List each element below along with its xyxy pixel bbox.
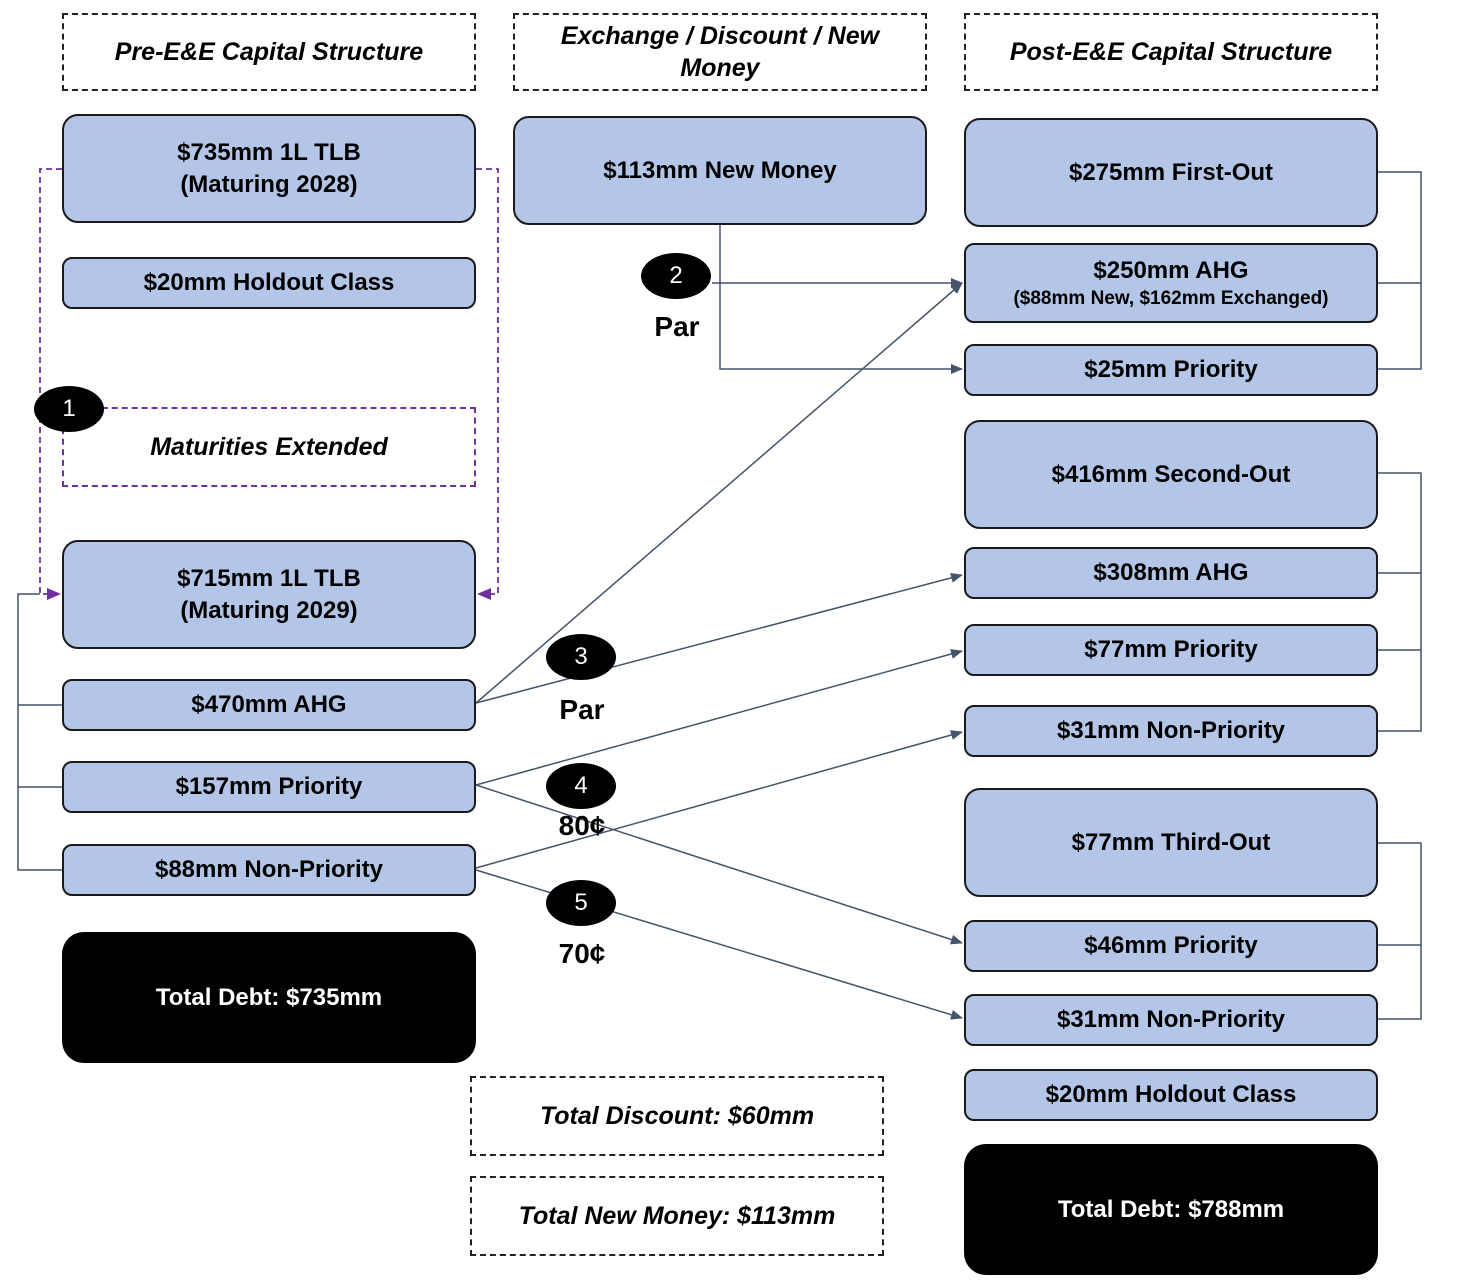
pre-ahg-label: $470mm AHG bbox=[191, 691, 347, 718]
pre-total-debt: Total Debt: $735mm bbox=[62, 932, 476, 1063]
post-non-priority-31a-label: $31mm Non-Priority bbox=[1056, 717, 1286, 744]
post-priority-46-box: $46mm Priority bbox=[964, 920, 1378, 972]
post-structure-header: Post-E&E Capital Structure bbox=[964, 13, 1378, 91]
total-discount-text: Total Discount: $60mm bbox=[539, 1101, 815, 1130]
pre-ahg-box: $470mm AHG bbox=[62, 679, 476, 731]
total-discount-note: Total Discount: $60mm bbox=[470, 1076, 884, 1156]
post-total-debt: Total Debt: $788mm bbox=[964, 1144, 1378, 1275]
post-total-debt-label: Total Debt: $788mm bbox=[1057, 1195, 1285, 1223]
pre-tlb-2028-maturity: (Maturing 2028) bbox=[180, 170, 358, 198]
step-badge-4: 4 bbox=[546, 763, 616, 809]
new-money-label: $113mm New Money bbox=[603, 156, 837, 184]
pre-non-priority-box: $88mm Non-Priority bbox=[62, 844, 476, 896]
exchange-header: Exchange / Discount / New Money bbox=[513, 13, 927, 91]
pre-priority-box: $157mm Priority bbox=[62, 761, 476, 813]
post-priority-25-label: $25mm Priority bbox=[1084, 356, 1258, 383]
pre-holdout-label: $20mm Holdout Class bbox=[143, 269, 395, 296]
step-badge-3-number: 3 bbox=[574, 643, 588, 670]
step-badge-1: 1 bbox=[34, 386, 104, 432]
post-ahg-250-box: $250mm AHG ($88mm New, $162mm Exchanged) bbox=[964, 243, 1378, 323]
total-new-money-text: Total New Money: $113mm bbox=[518, 1201, 836, 1230]
step-4-rate: 80¢ bbox=[558, 810, 606, 841]
pre-holdout-box: $20mm Holdout Class bbox=[62, 257, 476, 309]
exchange-header-text: Exchange / Discount / New Money bbox=[560, 22, 880, 82]
step-badge-3: 3 bbox=[546, 634, 616, 680]
post-holdout-box: $20mm Holdout Class bbox=[964, 1069, 1378, 1121]
pre-tlb-2029-box: $715mm 1L TLB (Maturing 2029) bbox=[62, 540, 476, 649]
post-first-out-box: $275mm First-Out bbox=[964, 118, 1378, 227]
pre-priority-label: $157mm Priority bbox=[175, 773, 363, 800]
maturity-bracket bbox=[39, 168, 499, 600]
post-priority-77-label: $77mm Priority bbox=[1084, 636, 1258, 663]
pre-non-priority-label: $88mm Non-Priority bbox=[154, 856, 384, 883]
step-3-rate: Par bbox=[559, 694, 605, 725]
post-third-out-label: $77mm Third-Out bbox=[1071, 828, 1271, 856]
post-non-priority-31a-box: $31mm Non-Priority bbox=[964, 705, 1378, 757]
pre-tlb-2029-maturity: (Maturing 2029) bbox=[180, 596, 358, 624]
pre-structure-header-text: Pre-E&E Capital Structure bbox=[114, 38, 424, 66]
new-money-flow bbox=[712, 225, 963, 374]
new-money-box: $113mm New Money bbox=[513, 116, 927, 225]
step-2-rate: Par bbox=[654, 311, 700, 342]
step-badge-4-number: 4 bbox=[574, 772, 588, 799]
post-second-out-label: $416mm Second-Out bbox=[1051, 460, 1291, 488]
pre-tlb-2028-box: $735mm 1L TLB (Maturing 2028) bbox=[62, 114, 476, 223]
maturities-extended-text: Maturities Extended bbox=[150, 432, 388, 461]
step-5-rate: 70¢ bbox=[558, 938, 606, 969]
pre-structure-header: Pre-E&E Capital Structure bbox=[62, 13, 476, 91]
step-badge-2: 2 bbox=[641, 253, 711, 299]
post-ahg-308-box: $308mm AHG bbox=[964, 547, 1378, 599]
post-third-out-box: $77mm Third-Out bbox=[964, 788, 1378, 897]
post-second-out-box: $416mm Second-Out bbox=[964, 420, 1378, 529]
post-ahg-250-detail: ($88mm New, $162mm Exchanged) bbox=[1013, 288, 1329, 309]
post-priority-77-box: $77mm Priority bbox=[964, 624, 1378, 676]
total-new-money-note: Total New Money: $113mm bbox=[470, 1176, 884, 1256]
post-ahg-250-amount: $250mm AHG bbox=[1093, 257, 1249, 284]
post-non-priority-31b-box: $31mm Non-Priority bbox=[964, 994, 1378, 1046]
pre-tranche-bracket bbox=[17, 593, 62, 871]
post-non-priority-31b-label: $31mm Non-Priority bbox=[1056, 1006, 1286, 1033]
post-tranche-brackets bbox=[1378, 171, 1422, 1020]
maturities-extended-note: Maturities Extended bbox=[62, 407, 476, 487]
step-badge-1-number: 1 bbox=[62, 395, 76, 422]
post-structure-header-text: Post-E&E Capital Structure bbox=[1009, 38, 1333, 66]
step-badge-5: 5 bbox=[546, 880, 616, 926]
step-badge-2-number: 2 bbox=[669, 262, 683, 289]
post-holdout-label: $20mm Holdout Class bbox=[1045, 1081, 1297, 1108]
post-priority-25-box: $25mm Priority bbox=[964, 344, 1378, 396]
pre-tlb-2029-amount: $715mm 1L TLB bbox=[177, 564, 361, 592]
post-ahg-308-label: $308mm AHG bbox=[1093, 559, 1249, 586]
step-badge-5-number: 5 bbox=[574, 889, 588, 916]
pre-tlb-2028-amount: $735mm 1L TLB bbox=[177, 138, 361, 166]
pre-total-debt-label: Total Debt: $735mm bbox=[155, 983, 383, 1011]
post-priority-46-label: $46mm Priority bbox=[1084, 932, 1258, 959]
post-first-out-label: $275mm First-Out bbox=[1068, 158, 1274, 186]
